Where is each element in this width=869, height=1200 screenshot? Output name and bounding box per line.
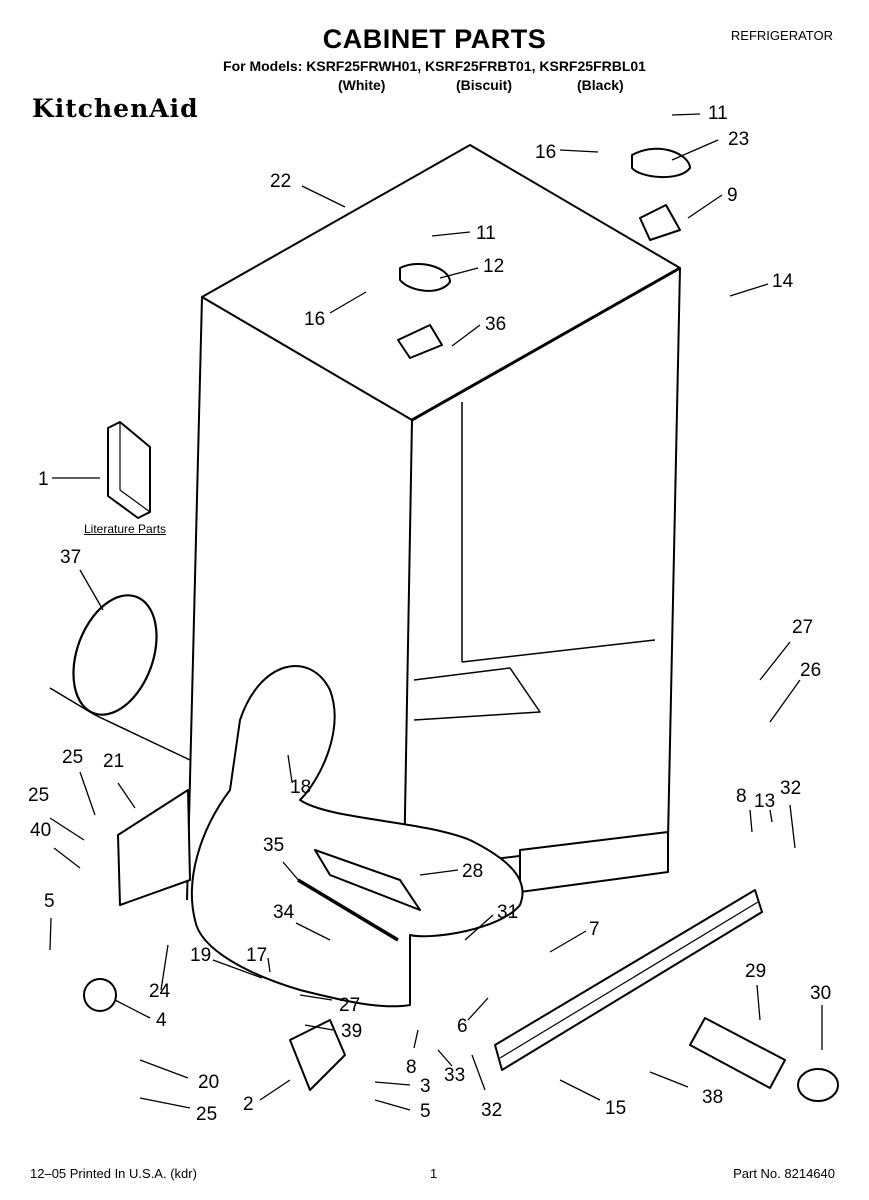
callout-22: 22 <box>270 171 292 192</box>
appliance-category: REFRIGERATOR <box>730 28 833 43</box>
callout-2: 2 <box>243 1094 254 1115</box>
callout-11-top: 11 <box>708 103 728 124</box>
literature-parts-label: Literature Parts <box>84 522 167 536</box>
callout-25-left: 25 <box>28 785 50 806</box>
callout-6: 6 <box>457 1016 468 1037</box>
callout-1: 1 <box>38 469 49 490</box>
callout-12: 12 <box>483 256 505 277</box>
callout-16-top: 16 <box>535 142 557 163</box>
callout-15: 15 <box>605 1098 627 1119</box>
callout-31: 31 <box>497 902 519 923</box>
callout-37: 37 <box>60 547 82 568</box>
print-info: 12–05 Printed In U.S.A. (kdr) <box>30 1166 197 1181</box>
variant-biscuit: (Biscuit) <box>456 77 512 93</box>
callout-16-mid: 16 <box>304 309 326 330</box>
callout-38: 38 <box>702 1087 724 1108</box>
callout-5-bottom: 5 <box>420 1101 431 1122</box>
callout-32-bottom: 32 <box>481 1100 503 1121</box>
callout-28: 28 <box>462 861 484 882</box>
callout-8-mid: 8 <box>406 1057 417 1078</box>
callout-17: 17 <box>246 945 268 966</box>
page-number: 1 <box>430 1166 438 1181</box>
models-line: For Models: KSRF25FRWH01, KSRF25FRBT01, … <box>223 58 646 74</box>
callout-35: 35 <box>263 835 285 856</box>
callout-30: 30 <box>810 983 832 1004</box>
variant-white: (White) <box>338 77 386 93</box>
callout-25-upper: 25 <box>62 747 84 768</box>
callout-13: 13 <box>754 791 776 812</box>
callout-7: 7 <box>589 919 600 940</box>
callout-5-left: 5 <box>44 891 55 912</box>
callout-20: 20 <box>198 1072 220 1093</box>
callout-9: 9 <box>727 185 738 206</box>
callout-21: 21 <box>103 751 125 772</box>
callout-33: 33 <box>444 1065 466 1086</box>
callout-39: 39 <box>341 1021 363 1042</box>
callout-14: 14 <box>772 271 794 292</box>
callout-32-right: 32 <box>780 778 802 799</box>
page-title: CABINET PARTS <box>322 24 547 54</box>
callout-3: 3 <box>420 1076 431 1097</box>
callout-23: 23 <box>728 129 750 150</box>
callout-8-right: 8 <box>736 786 747 807</box>
callout-26: 26 <box>800 660 822 681</box>
callout-18: 18 <box>290 777 312 798</box>
part-number: Part No. 8214640 <box>733 1166 835 1181</box>
callout-24: 24 <box>149 981 171 1002</box>
callout-11-mid: 11 <box>476 223 496 244</box>
callout-36: 36 <box>485 314 507 335</box>
variant-black: (Black) <box>577 77 624 93</box>
callout-27-right: 27 <box>792 617 814 638</box>
brand-logo: KitchenAid <box>32 94 199 123</box>
callout-27-mid: 27 <box>339 995 361 1016</box>
callout-29: 29 <box>745 961 767 982</box>
callout-25-bottom: 25 <box>196 1104 218 1125</box>
callout-19: 19 <box>190 945 212 966</box>
callout-40: 40 <box>30 820 52 841</box>
callout-4: 4 <box>156 1010 167 1031</box>
callout-34: 34 <box>273 902 295 923</box>
